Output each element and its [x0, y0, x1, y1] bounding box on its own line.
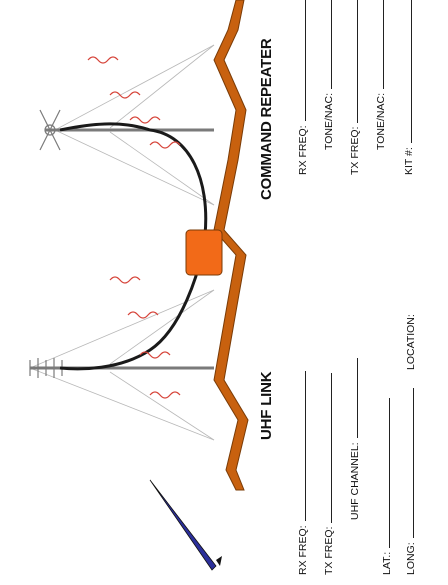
guy-wires-lower [30, 290, 214, 440]
link-rx-freq-field: RX FREQ: [296, 371, 309, 575]
repeater-rx-freq-field: RX FREQ: [296, 0, 309, 175]
site-long-field: LONG: [404, 388, 417, 575]
repeater-kit-field: KIT #: [402, 0, 415, 175]
north-pointer [150, 480, 216, 570]
antenna-cable [60, 124, 206, 369]
mast-lower [30, 358, 214, 378]
site-lat-field: LAT.: [380, 398, 393, 575]
uhf-link-title: UHF LINK [258, 372, 275, 440]
repeater-tx-freq-field: TX FREQ: [348, 0, 361, 175]
command-repeater-title: COMMAND REPEATER [258, 38, 275, 200]
link-uhf-channel-field: UHF CHANNEL: [348, 358, 361, 520]
link-tx-freq-field: TX FREQ: [322, 373, 335, 575]
repeater-tone-nac-2-field: TONE/NAC: [374, 0, 387, 150]
repeater-tone-nac-1-field: TONE/NAC: [322, 0, 335, 150]
north-pointer-tip [216, 556, 222, 566]
site-location-field: LOCATION: [404, 310, 417, 370]
repeater-enclosure [186, 230, 222, 275]
